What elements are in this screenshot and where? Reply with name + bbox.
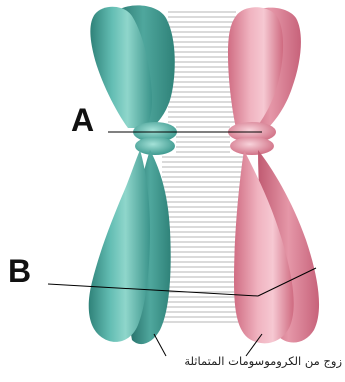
label-a: A bbox=[71, 104, 94, 136]
label-b: B bbox=[8, 255, 31, 287]
left-chromosome bbox=[89, 5, 177, 344]
caption-leader-left bbox=[154, 334, 166, 356]
right-centromere-lower bbox=[230, 137, 274, 155]
left-centromere-lower bbox=[135, 137, 175, 155]
caption: زوج من الكروموسومات المتماثلة bbox=[150, 354, 342, 368]
right-chromosome bbox=[228, 7, 319, 343]
left-chromatid-front-lower bbox=[89, 150, 150, 342]
